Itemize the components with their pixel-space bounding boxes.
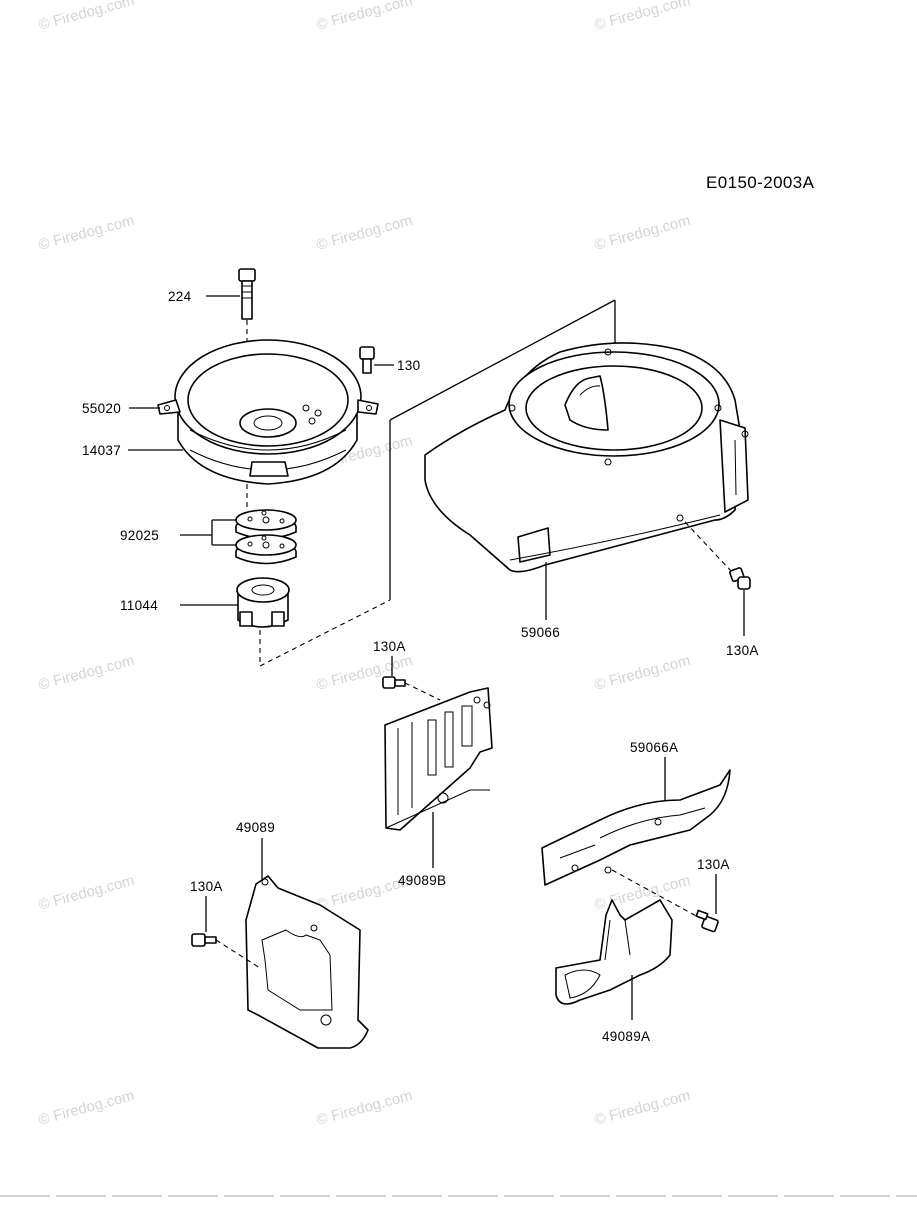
callout-59066A: 59066A xyxy=(630,740,678,755)
part-49089-bracket xyxy=(245,875,369,1049)
watermark: © Firedog.com xyxy=(37,0,137,34)
callout-49089: 49089 xyxy=(236,820,275,835)
part-49089A-cover xyxy=(555,899,673,1005)
callout-11044: 11044 xyxy=(120,598,158,613)
part-130A-bolt xyxy=(191,933,217,947)
assembly-reference-frame xyxy=(259,299,616,667)
part-55020-housing xyxy=(157,339,379,485)
watermark: © Firedog.com xyxy=(593,0,693,34)
part-92025-plates xyxy=(235,509,297,565)
watermark: © Firedog.com xyxy=(315,212,415,254)
watermark: © Firedog.com xyxy=(37,212,137,254)
callout-49089A: 49089A xyxy=(602,1029,650,1044)
callout-130A-left: 130A xyxy=(190,879,223,894)
watermark: © Firedog.com xyxy=(593,1087,693,1129)
callout-224: 224 xyxy=(168,289,192,304)
callout-92025: 92025 xyxy=(120,528,159,543)
part-130A-bolt xyxy=(729,567,751,590)
watermark: © Firedog.com xyxy=(37,1087,137,1129)
watermark: © Firedog.com xyxy=(593,652,693,694)
watermark: © Firedog.com xyxy=(593,212,693,254)
diagram-code: E0150-2003A xyxy=(706,173,815,192)
part-59066-blower-housing xyxy=(424,342,749,573)
callout-49089B: 49089B xyxy=(398,873,446,888)
watermark-layer: © Firedog.com © Firedog.com © Firedog.co… xyxy=(37,0,693,1129)
part-130A-bolt xyxy=(695,909,719,933)
callout-130: 130 xyxy=(397,358,420,373)
watermark: © Firedog.com xyxy=(315,1087,415,1129)
callout-14037: 14037 xyxy=(82,443,121,458)
callout-130A-right: 130A xyxy=(726,643,759,658)
watermark: © Firedog.com xyxy=(315,0,415,34)
watermark: © Firedog.com xyxy=(593,872,693,914)
callout-130A-lowright: 130A xyxy=(697,857,730,872)
callout-130A-mid: 130A xyxy=(373,639,406,654)
callout-59066: 59066 xyxy=(521,625,560,640)
watermark: © Firedog.com xyxy=(37,872,137,914)
watermark: © Firedog.com xyxy=(37,652,137,694)
callout-55020: 55020 xyxy=(82,401,121,416)
part-130A-bolt xyxy=(382,676,406,689)
part-59066A-duct xyxy=(541,769,731,886)
part-11044-hub xyxy=(236,577,290,628)
watermark: © Firedog.com xyxy=(315,652,415,694)
part-130-bolt xyxy=(359,346,375,374)
part-49089B-bracket xyxy=(384,687,493,831)
